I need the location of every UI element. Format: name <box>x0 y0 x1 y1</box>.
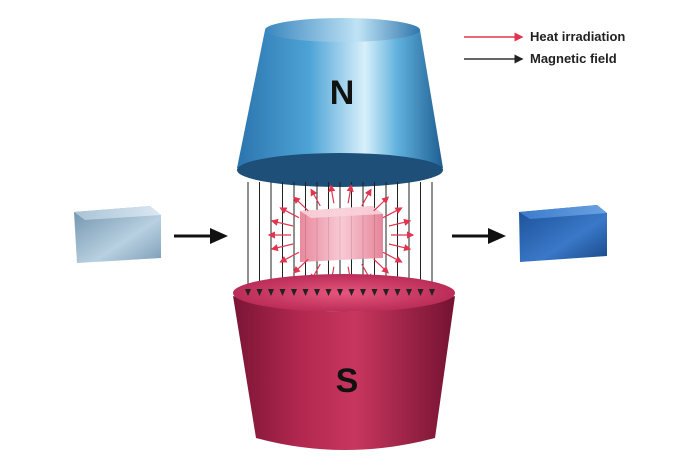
south-magnet: S <box>233 274 455 450</box>
field-arrowhead <box>417 289 424 296</box>
output-material-block <box>519 205 607 262</box>
field-arrowhead <box>371 289 378 296</box>
heat-arrow <box>270 243 294 252</box>
legend-field-label: Magnetic field <box>530 51 617 66</box>
arrow-right-icon <box>174 228 228 244</box>
field-arrowhead <box>245 289 251 296</box>
heat-arrow <box>388 243 412 252</box>
input-material-block <box>74 206 161 263</box>
north-pole-label: N <box>330 74 355 112</box>
field-arrowhead <box>348 289 355 296</box>
field-arrowhead <box>394 289 401 296</box>
heat-arrow <box>382 251 403 263</box>
heat-arrow <box>270 218 294 227</box>
field-arrowhead <box>360 289 366 296</box>
field-arrowhead <box>302 289 309 296</box>
field-arrowhead <box>429 289 435 296</box>
heat-arrow <box>361 188 372 207</box>
heat-arrow <box>292 196 309 212</box>
field-arrowhead <box>314 289 320 296</box>
field-arrowhead <box>383 289 389 296</box>
field-arrowhead <box>279 289 286 296</box>
arrow-right-icon <box>452 228 506 244</box>
field-arrowhead <box>268 289 274 296</box>
heat-arrow <box>346 184 354 204</box>
north-magnet: N <box>237 18 443 187</box>
field-arrowhead <box>256 289 263 296</box>
heat-arrow <box>382 207 403 219</box>
legend-heat-irradiation: Heat irradiation <box>464 29 625 44</box>
heat-arrow <box>373 258 390 274</box>
legend-magnetic-field: Magnetic field <box>464 51 617 66</box>
field-arrowhead <box>406 289 412 296</box>
field-arrowheads <box>245 289 435 296</box>
heat-arrow <box>328 184 336 204</box>
heat-arrow <box>292 258 309 274</box>
field-arrowhead <box>325 289 332 296</box>
field-arrowhead <box>337 289 343 296</box>
south-pole-label: S <box>336 362 359 400</box>
legend-heat-label: Heat irradiation <box>530 29 625 44</box>
heat-arrow <box>388 218 412 227</box>
heat-arrow <box>279 207 300 219</box>
heat-arrow <box>279 251 300 263</box>
legend: Heat irradiation Magnetic field <box>464 29 625 66</box>
heat-arrow <box>373 196 390 212</box>
field-arrowhead <box>291 289 297 296</box>
heat-arrow <box>310 188 321 207</box>
sample-block <box>300 206 383 262</box>
